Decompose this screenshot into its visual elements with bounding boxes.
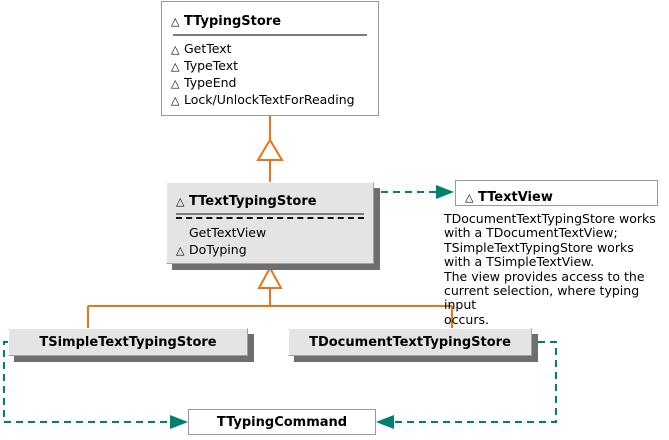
class-members-ttexttypingstore: △GetTextView △DoTyping [167, 219, 373, 259]
class-name-label: TTextTypingStore [189, 194, 317, 209]
class-member: △ GetText [171, 41, 378, 58]
class-separator-line [173, 34, 367, 36]
class-header-tdocumenttexttypingstore: TDocumentTextTypingStore [289, 329, 531, 355]
class-name-label: TSimpleTextTypingStore [39, 334, 217, 350]
class-box-ttextview[interactable]: △ TTextView [455, 180, 658, 206]
annotation-note-textview: TDocumentTextTypingStore works with a TD… [444, 211, 656, 327]
class-separator-line-dashed [176, 217, 364, 219]
dependency-texttypingstore-to-textview [381, 185, 454, 199]
abstract-marker-icon: △ [176, 195, 185, 208]
abstract-marker-icon: △ [171, 15, 180, 28]
abstract-marker-icon: △ [171, 77, 180, 90]
class-member-label: TypeEnd [184, 75, 237, 90]
class-header-ttypingcommand: TTypingCommand [189, 410, 375, 434]
class-member-label: Lock/UnlockTextForReading [184, 92, 355, 107]
generalization-texttypingstore-to-typingstore [256, 116, 284, 182]
class-member-label: TypeText [184, 58, 238, 73]
class-header-tsimpletexttypingstore: TSimpleTextTypingStore [9, 329, 247, 355]
class-separator-wrap [167, 209, 373, 219]
abstract-marker-icon: △ [171, 43, 180, 56]
class-name-ttypingstore: △ TTypingStore [171, 14, 281, 29]
class-name-ttextview: △ TTextView [465, 190, 553, 205]
generalization-subclasses-to-texttypingstore [87, 264, 453, 328]
class-box-tsimpletexttypingstore[interactable]: TSimpleTextTypingStore [8, 328, 248, 356]
class-header-ttexttypingstore: △ TTextTypingStore [167, 183, 373, 209]
class-name-label: TTypingStore [184, 14, 282, 29]
class-box-ttexttypingstore[interactable]: △TTextTypingStore △GetTextView △DoTyping [166, 182, 374, 264]
abstract-marker-icon: △ [176, 244, 185, 257]
class-member: △GetTextView [176, 225, 373, 242]
class-header-ttextview: △ TTextView [456, 181, 657, 205]
class-name-label: TTextView [478, 190, 553, 205]
class-box-tdocumenttexttypingstore[interactable]: TDocumentTextTypingStore [288, 328, 532, 356]
dependency-documentstore-to-typingcommand [376, 341, 557, 429]
class-separator-line [176, 213, 364, 215]
class-name-label: TDocumentTextTypingStore [309, 334, 511, 350]
class-box-ttypingcommand[interactable]: TTypingCommand [188, 409, 376, 435]
class-name-ttexttypingstore: △ TTextTypingStore [176, 194, 317, 209]
class-member-label: DoTyping [189, 242, 247, 257]
abstract-marker-icon: △ [171, 94, 180, 107]
class-member-label: GetText [184, 41, 232, 56]
abstract-marker-icon: △ [171, 60, 180, 73]
class-members-ttypingstore: △ GetText △ TypeText △ TypeEnd △ Lock/Unlock… [162, 36, 378, 109]
class-member-label: GetTextView [189, 225, 267, 240]
class-member: △ TypeText [171, 58, 378, 75]
abstract-marker-icon: △ [176, 226, 189, 242]
class-header-ttypingstore: △ TTypingStore [162, 2, 378, 29]
class-member: △ TypeEnd [171, 75, 378, 92]
class-member: △ DoTyping [176, 242, 373, 259]
dependency-simplestore-to-typingcommand [3, 341, 188, 429]
abstract-marker-icon: △ [465, 191, 474, 204]
class-separator-wrap [162, 29, 378, 36]
class-member: △ Lock/UnlockTextForReading [171, 92, 378, 109]
class-box-ttypingstore[interactable]: △ TTypingStore △ GetText △ TypeText △ TypeEn… [161, 1, 379, 116]
class-name-label: TTypingCommand [216, 414, 348, 430]
